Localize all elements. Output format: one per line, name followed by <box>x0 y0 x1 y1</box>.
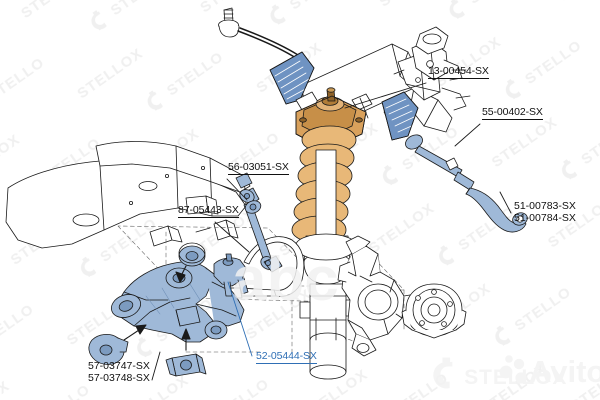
label-52-05444-sx[interactable]: 52-05444-SX <box>256 350 317 364</box>
leader-56-03051 <box>226 178 248 201</box>
leader-55-00402 <box>454 123 481 147</box>
leader-57-0374x <box>151 351 161 381</box>
leader-51-0078x <box>499 191 512 214</box>
control-arm-shading <box>145 283 201 315</box>
leader-52-05444 <box>227 281 253 357</box>
leader-87-05443 <box>214 221 250 253</box>
stellox-logo: STELLOX <box>433 357 567 389</box>
label-51-00783-sx[interactable]: 51-00783-SX <box>514 200 576 212</box>
lower-control-arm <box>111 261 245 343</box>
label-51-00784-sx[interactable]: 51-00784-SX <box>514 212 576 224</box>
label-87-05443-sx[interactable]: 87-05443-SX <box>178 204 239 218</box>
bushing-install-arrow <box>175 265 187 283</box>
outer-tie-rod-end <box>465 187 528 233</box>
avito-watermark: Avito <box>499 354 600 389</box>
leader-13-00454 <box>344 82 427 109</box>
label-55-00402-sx[interactable]: 55-00402-SX <box>482 106 543 120</box>
abc-watermark: abc <box>232 245 339 314</box>
label-group-57-0374x: 57-03747-SX 57-03748-SX <box>88 360 150 385</box>
lower-bushing-block <box>165 353 207 377</box>
control-arm-bushing <box>244 200 262 214</box>
svg-text:STELLOX: STELLOX <box>464 366 567 389</box>
label-group-51-0078x: 51-00783-SX 51-00784-SX <box>514 200 576 225</box>
label-56-03051-sx[interactable]: 56-03051-SX <box>228 161 289 175</box>
svg-text:Avito: Avito <box>529 354 600 389</box>
ball-joint <box>88 334 129 365</box>
left-tie-rod-assembly <box>218 7 319 111</box>
label-57-03747-sx[interactable]: 57-03747-SX <box>88 360 150 372</box>
lower-bushing-install-arrow <box>181 328 191 351</box>
right-tie-rod-assembly <box>381 91 528 233</box>
subframe <box>5 141 251 249</box>
wheel-hub-bearing <box>401 283 467 339</box>
upper-bushing <box>178 242 206 267</box>
leader-lines <box>151 82 512 381</box>
label-57-03748-sx[interactable]: 57-03748-SX <box>88 372 150 384</box>
svg-text:abc: abc <box>232 245 339 314</box>
ball-joint-install-arrow <box>123 324 147 341</box>
label-13-00454-sx[interactable]: 13-00454-SX <box>428 65 489 79</box>
stabilizer-link <box>239 187 283 273</box>
